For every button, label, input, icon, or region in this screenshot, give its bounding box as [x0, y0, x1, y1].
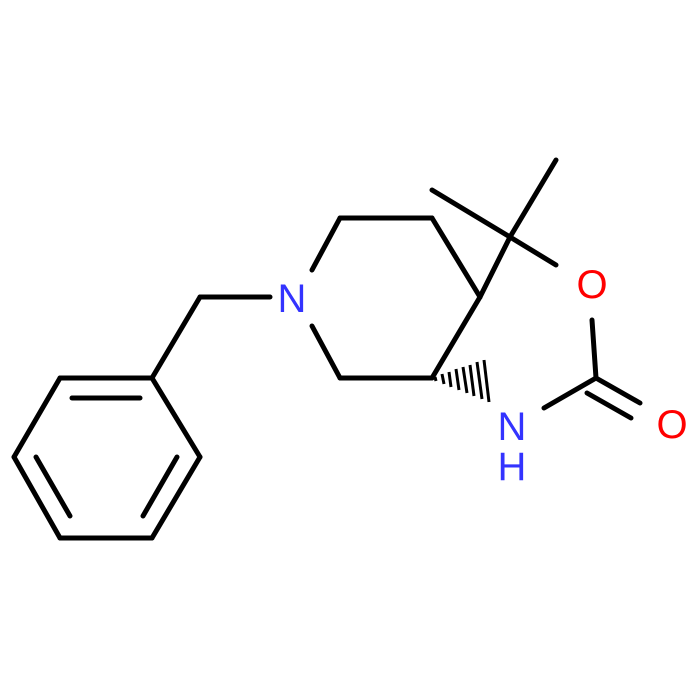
- bond: [149, 294, 203, 381]
- amide-nitrogen-label: N: [498, 405, 527, 449]
- bond: [11, 454, 63, 541]
- bond: [309, 215, 343, 273]
- bond: [149, 375, 203, 460]
- bond: [507, 234, 559, 268]
- oxazolidinone-ring: [477, 234, 643, 421]
- aromatic-inner-bond: [33, 454, 73, 519]
- bond: [477, 234, 513, 300]
- piperidine-ring: [309, 215, 483, 381]
- hash-line: [440, 373, 446, 385]
- benzene-ring: [11, 375, 203, 541]
- bond: [309, 323, 343, 381]
- ring-nitrogen-label: N: [278, 277, 307, 321]
- bond: [11, 375, 63, 460]
- carbonyl-double-bond: [593, 375, 643, 406]
- carbonyl-double-bond: [584, 390, 634, 421]
- bond: [429, 294, 483, 381]
- bond: [541, 375, 599, 411]
- hash-line: [468, 364, 476, 397]
- hash-line: [433, 376, 438, 382]
- hashed-wedge-bond: [433, 359, 491, 403]
- carbonyl-oxygen-label: O: [656, 403, 687, 447]
- hash-line: [475, 361, 484, 400]
- ring-oxygen-label: O: [576, 263, 607, 307]
- bond: [589, 317, 599, 381]
- bond: [149, 454, 203, 541]
- hash-line: [454, 368, 461, 391]
- hash-line: [461, 366, 469, 394]
- hash-line: [447, 371, 453, 388]
- amide-hydrogen-label: H: [498, 445, 527, 489]
- bond: [429, 215, 483, 300]
- aromatic-inner-bond: [140, 454, 180, 519]
- hash-line: [482, 359, 491, 403]
- methyl-bond: [429, 187, 513, 240]
- methyl-bond: [507, 157, 559, 240]
